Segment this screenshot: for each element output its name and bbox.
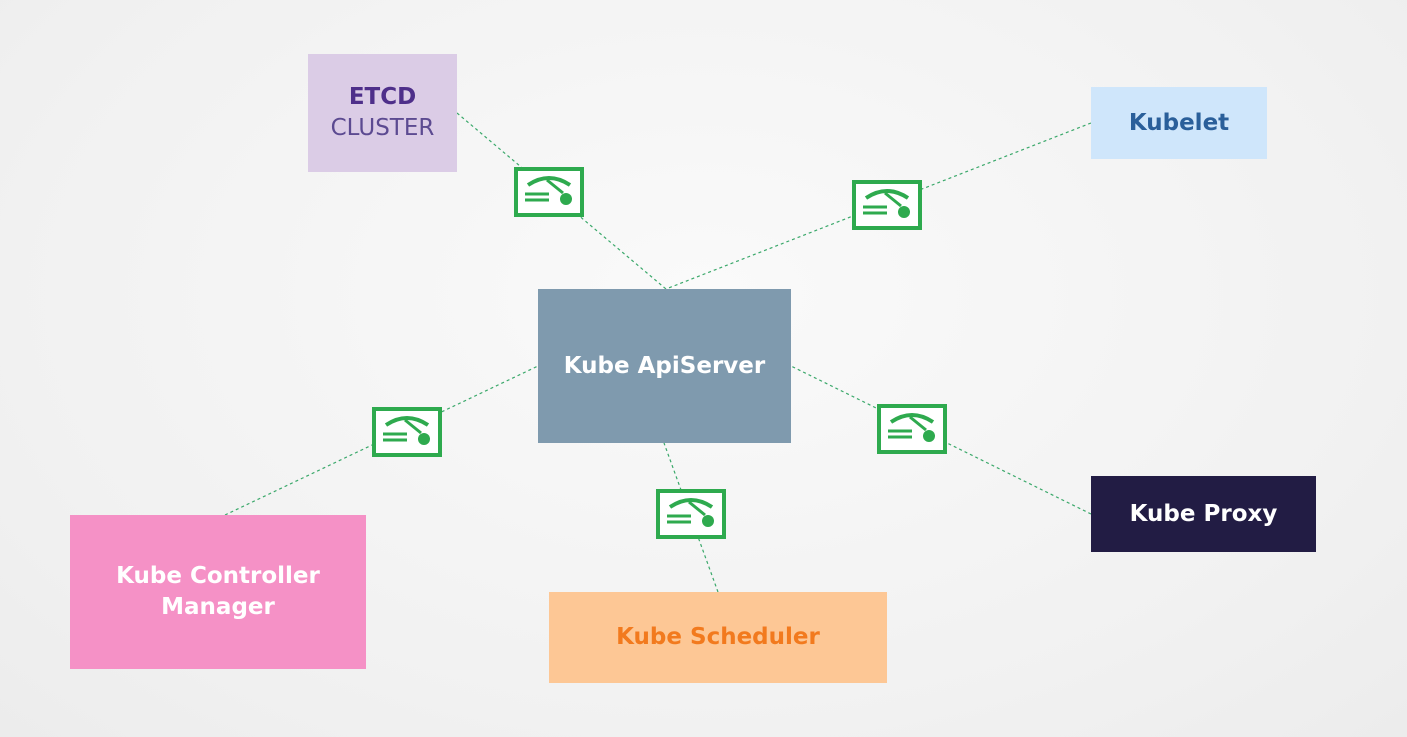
certificate-icon [656, 489, 726, 539]
kube-scheduler-box: Kube Scheduler [549, 592, 887, 683]
etcd-title: ETCD [348, 84, 417, 110]
link-proxy-apiserver [790, 365, 1092, 515]
controller-label-line2: Manager [161, 594, 275, 620]
etcd-subtitle: CLUSTER [330, 115, 435, 141]
kube-controller-manager-box: Kube Controller Manager [70, 515, 366, 669]
certificate-icon [852, 180, 922, 230]
link-controller-apiserver [224, 365, 539, 516]
controller-label-line1: Kube Controller [116, 563, 320, 589]
kube-proxy-box: Kube Proxy [1091, 476, 1316, 552]
certificate-icon [372, 407, 442, 457]
kubelet-box: Kubelet [1091, 87, 1267, 159]
certificate-icon [514, 167, 584, 217]
certificate-icon [877, 404, 947, 454]
kube-apiserver-box: Kube ApiServer [538, 289, 791, 443]
proxy-label: Kube Proxy [1129, 500, 1278, 527]
kubelet-label: Kubelet [1128, 109, 1230, 136]
scheduler-label: Kube Scheduler [616, 624, 820, 650]
etcd-cluster-box: ETCD CLUSTER [308, 54, 457, 172]
apiserver-label: Kube ApiServer [563, 352, 766, 379]
